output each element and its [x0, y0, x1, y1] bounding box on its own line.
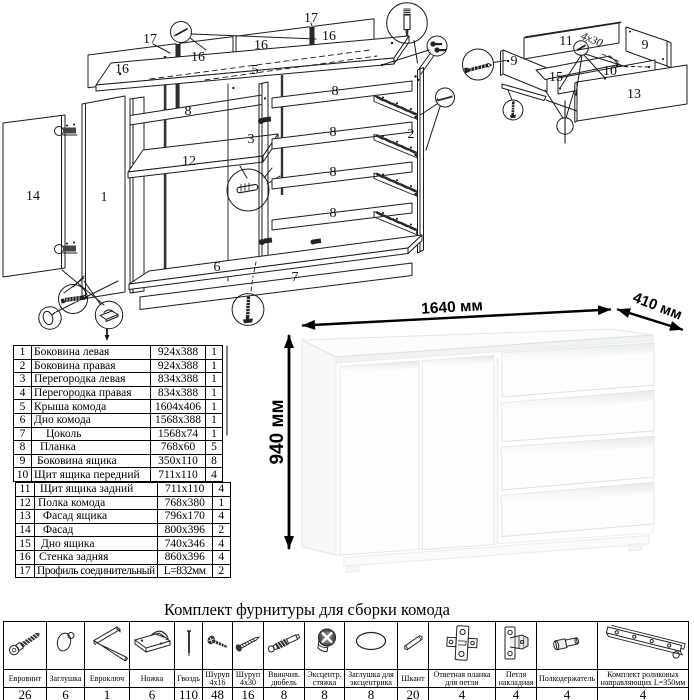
svg-text:8: 8 [185, 104, 192, 119]
svg-text:8: 8 [330, 206, 337, 221]
svg-text:11: 11 [559, 34, 572, 49]
svg-text:16: 16 [191, 50, 205, 65]
svg-text:8: 8 [332, 84, 339, 99]
svg-text:7: 7 [292, 270, 299, 285]
svg-text:3: 3 [248, 132, 255, 147]
svg-text:6: 6 [214, 260, 221, 275]
svg-text:8: 8 [330, 125, 337, 140]
svg-text:15: 15 [549, 70, 563, 85]
svg-text:16: 16 [115, 62, 129, 77]
svg-text:14: 14 [26, 189, 40, 204]
svg-text:1640 мм: 1640 мм [421, 297, 484, 317]
svg-text:1: 1 [101, 190, 108, 205]
svg-text:13: 13 [627, 87, 641, 102]
svg-text:9: 9 [511, 54, 518, 69]
svg-text:8: 8 [330, 165, 337, 180]
svg-text:16: 16 [322, 29, 336, 44]
svg-text:410 мм: 410 мм [630, 289, 684, 324]
svg-text:12: 12 [182, 154, 196, 169]
svg-text:5: 5 [252, 63, 259, 78]
svg-text:16: 16 [254, 38, 268, 53]
svg-text:17: 17 [304, 11, 318, 26]
svg-text:10: 10 [603, 64, 617, 79]
svg-text:9: 9 [642, 38, 649, 53]
svg-text:940 мм: 940 мм [267, 399, 288, 464]
svg-text:17: 17 [143, 32, 157, 47]
svg-text:2: 2 [408, 127, 415, 142]
